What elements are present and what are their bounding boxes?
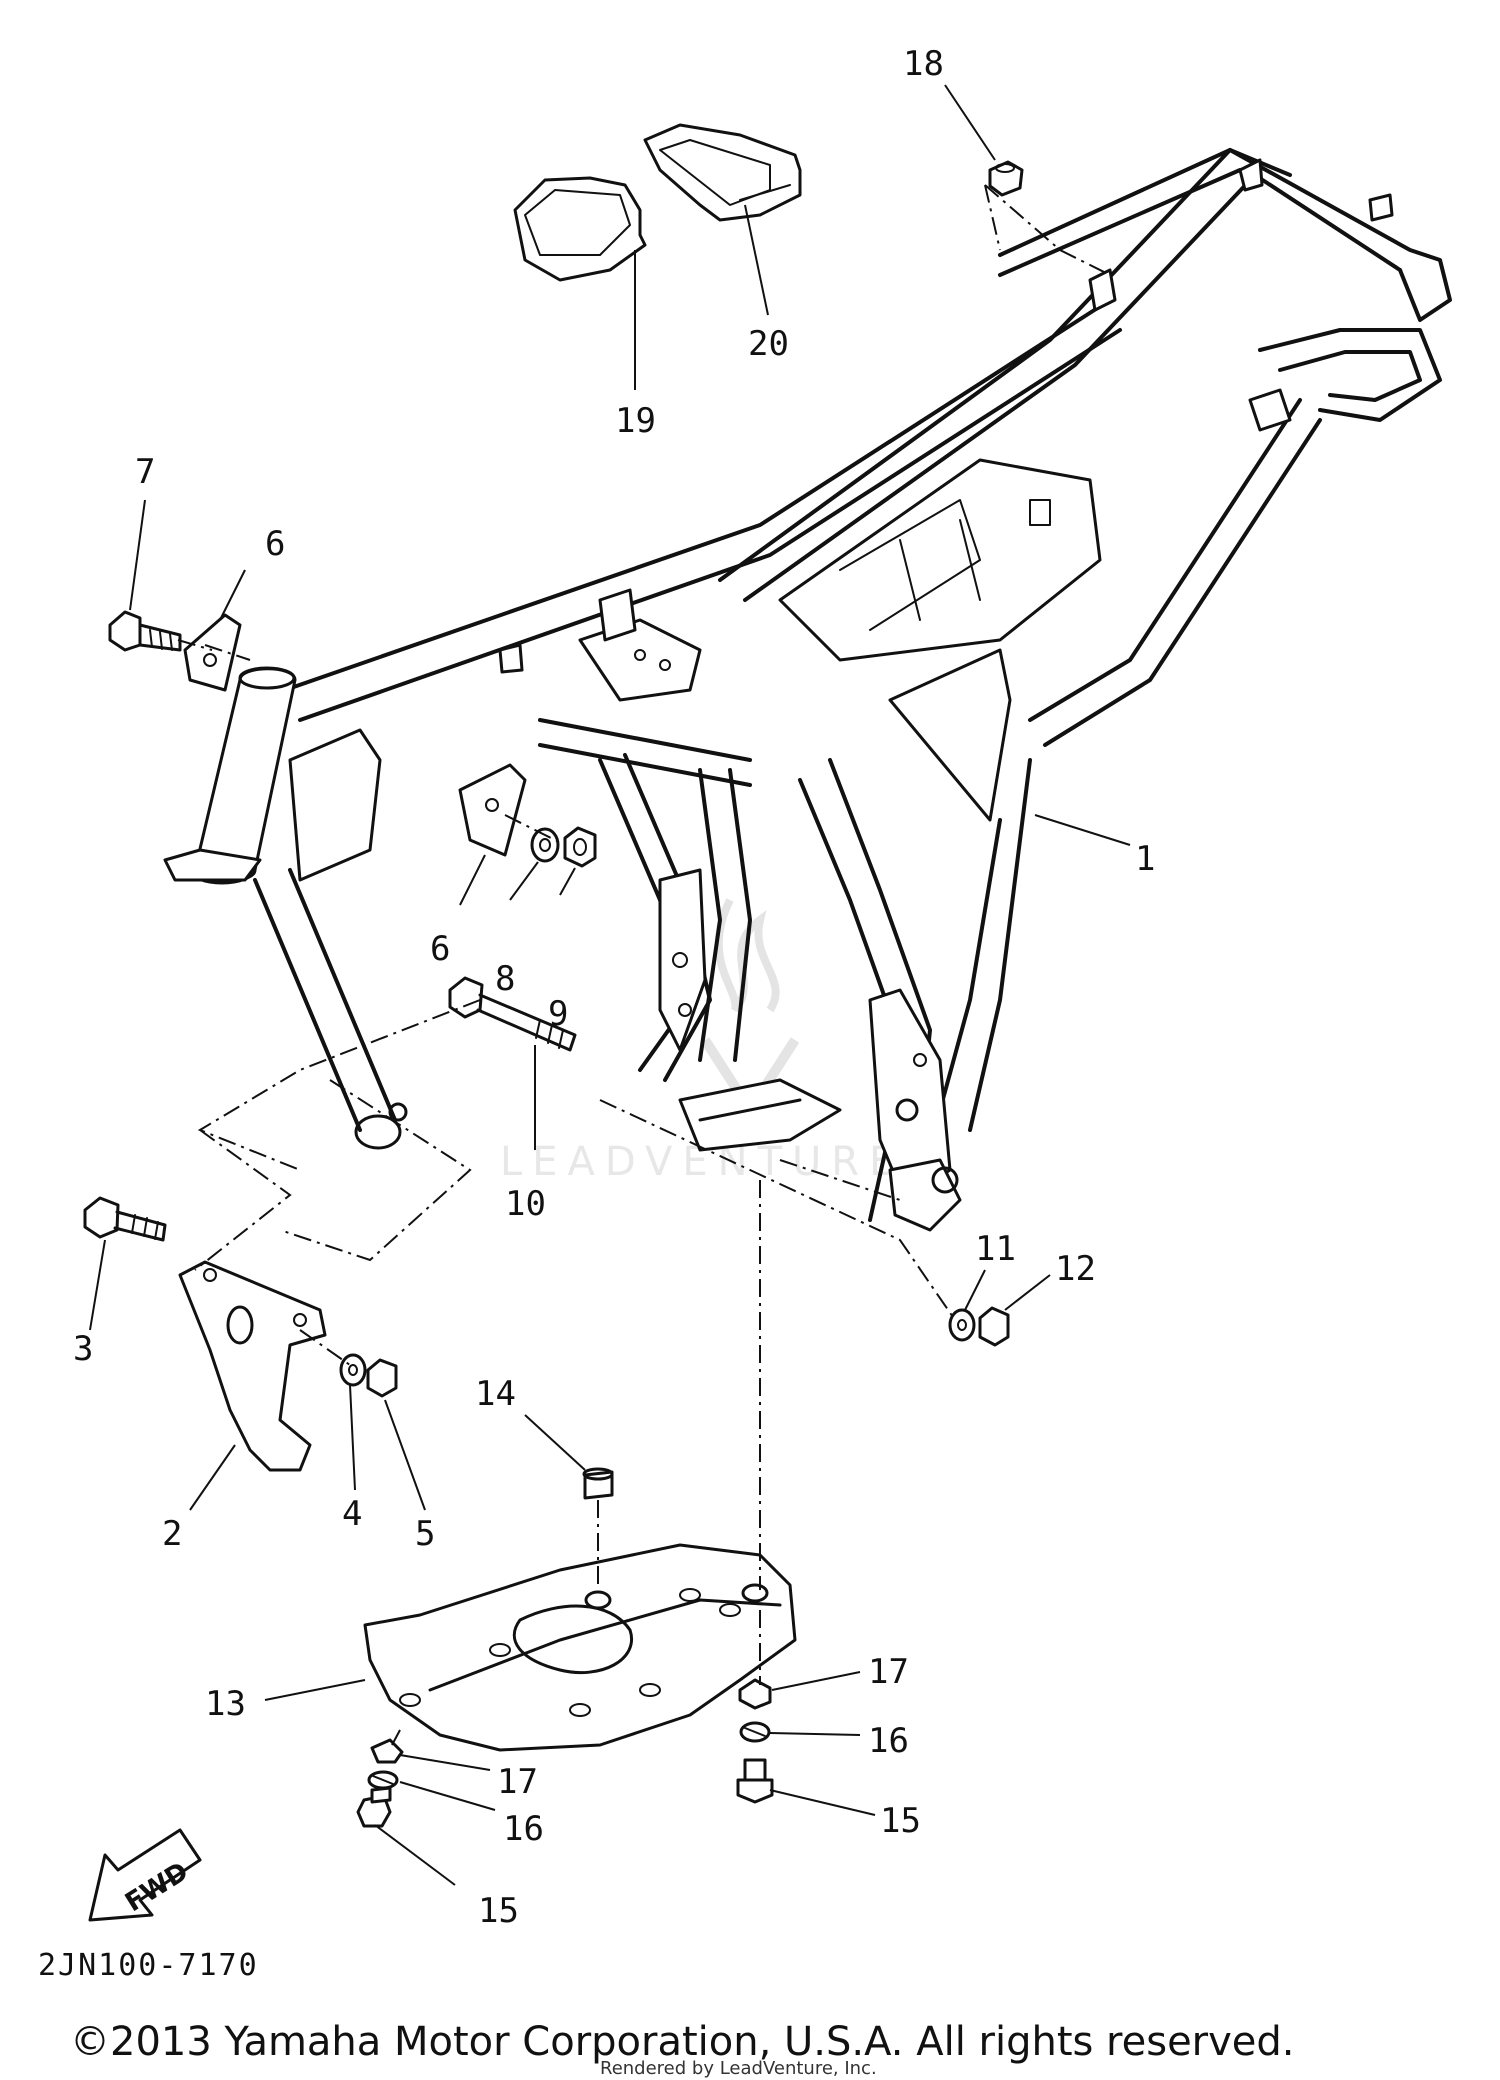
callout-1: 1 [1135,839,1155,879]
callout-12: 12 [1055,1249,1096,1289]
callout-18: 18 [903,44,944,84]
bolt-15-left [356,1786,392,1828]
assembly-lines [177,184,1111,1746]
nut-12 [978,1306,1010,1347]
callout-2: 2 [162,1514,182,1554]
callout-9: 9 [548,994,568,1034]
nut-17-right [738,1678,772,1710]
callout-17-left: 17 [497,1762,538,1802]
fwd-arrow: FWD [88,1828,202,1922]
washer-11 [948,1308,976,1342]
bracket-6-lower [458,763,527,857]
callout-17-right: 17 [868,1652,909,1692]
copyright-text: ©2013 Yamaha Motor Corporation, U.S.A. A… [70,2019,1295,2065]
grommet-18 [988,160,1024,197]
pad-20 [643,123,802,222]
callout-7: 7 [135,452,155,492]
callout-20: 20 [748,324,789,364]
leader-lines [89,84,1131,1886]
callout-16-left: 16 [503,1809,544,1849]
nut-5 [366,1358,398,1398]
frame-main [163,148,1452,1232]
bracket-6-upper [183,613,242,692]
bolt-10 [448,976,577,1052]
washer-8 [530,827,560,863]
washer-4 [339,1353,367,1387]
nut-9 [563,826,597,868]
callout-13: 13 [205,1684,246,1724]
callout-5: 5 [415,1514,435,1554]
nut-17-left [370,1738,404,1764]
washer-16-right [739,1721,771,1743]
callout-14: 14 [475,1374,516,1414]
callout-8: 8 [495,959,515,999]
bolt-15-right [736,1758,774,1804]
washer-16-left [367,1770,399,1790]
callout-4: 4 [342,1494,362,1534]
bolt-7 [108,610,182,652]
callout-10: 10 [505,1184,546,1224]
render-credit: Rendered by LeadVenture, Inc. [600,2058,877,2079]
callout-11: 11 [975,1229,1016,1269]
callout-15-left: 15 [478,1891,519,1931]
callout-19: 19 [615,401,656,441]
callout-6-lower: 6 [430,929,450,969]
callout-15-right: 15 [880,1801,921,1841]
diagram-part-code: 2JN100-7170 [38,1948,259,1983]
bolt-3 [83,1196,167,1242]
callout-6-upper: 6 [265,524,285,564]
collar-14 [582,1467,614,1500]
skid-plate-13 [363,1543,797,1752]
callouts: 1 2 3 4 5 6 6 7 8 9 10 11 12 13 14 15 15… [73,44,1155,1931]
callout-3: 3 [73,1329,93,1369]
pad-19 [513,176,647,282]
engine-bracket-2 [178,1260,327,1472]
callout-16-right: 16 [868,1721,909,1761]
